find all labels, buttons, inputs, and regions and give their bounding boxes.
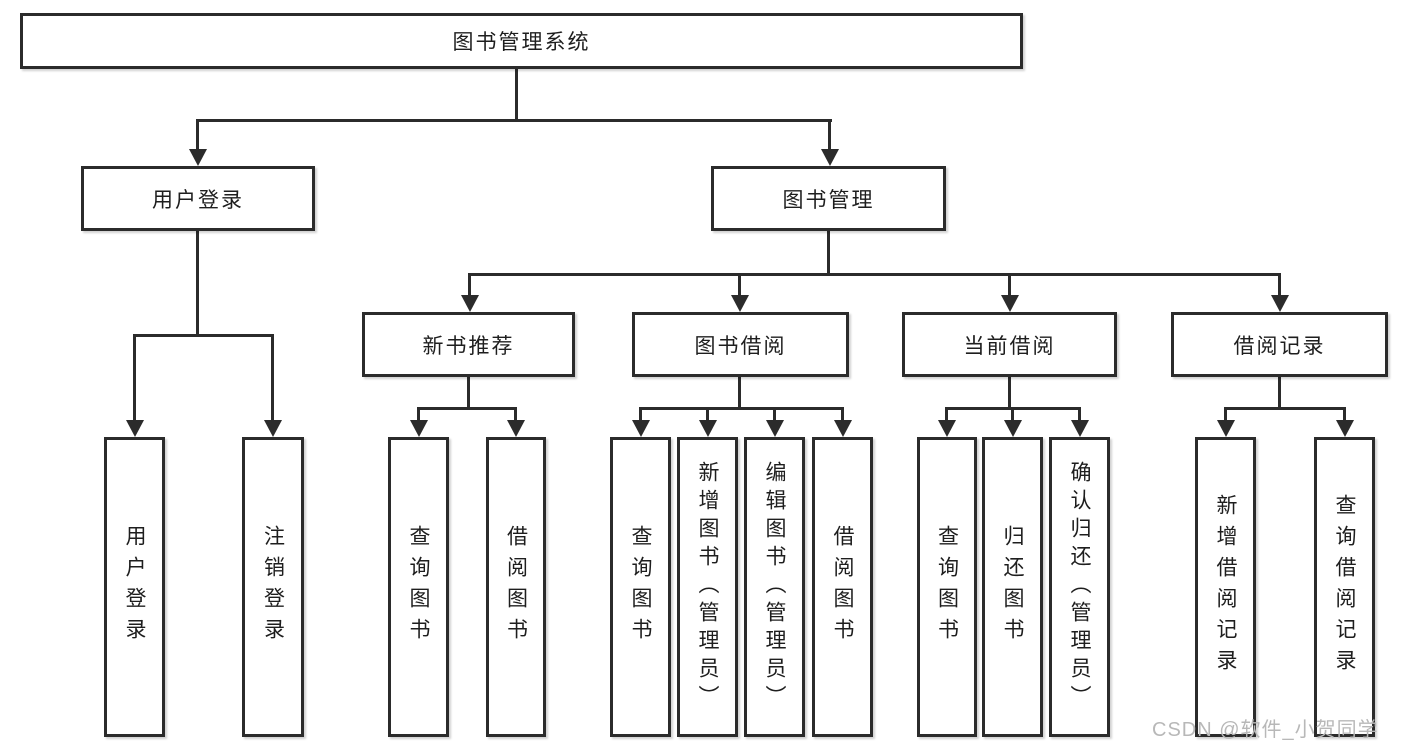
connector-line [1078,407,1081,423]
connector-line [1343,407,1346,423]
arrow-down-icon [507,420,525,437]
node-root: 图书管理系统 [20,13,1023,69]
connector-line [271,334,274,423]
leaf-nb-query-books-label: 查询图书 [407,525,430,649]
leaf-br-query-record-label: 查询借阅记录 [1333,494,1356,680]
leaf-bb-add-books-label: 新增图书（管理员） [696,461,719,713]
leaf-cb-confirm-return-label: 确认归还（管理员） [1068,461,1091,713]
connector-line [133,334,274,337]
arrow-down-icon [1001,295,1019,312]
node-new-book-recommend-label: 新书推荐 [422,334,515,358]
leaf-nb-borrow-books-label: 借阅图书 [504,525,528,649]
connector-line [468,273,471,297]
arrow-down-icon [632,420,650,437]
connector-line [945,407,948,423]
connector-line [196,119,199,152]
leaf-nb-query-books: 查询图书 [388,437,449,737]
connector-line [133,334,136,423]
arrow-down-icon [1336,420,1354,437]
node-borrowing-records: 借阅记录 [1171,312,1388,377]
connector-line [1008,377,1011,409]
csdn-watermark: CSDN @软件_小贺同学 [1152,719,1379,741]
leaf-br-add-record-label: 新增借阅记录 [1214,494,1237,680]
leaf-br-query-record: 查询借阅记录 [1314,437,1375,737]
node-root-label: 图书管理系统 [452,31,591,54]
connector-line [639,407,642,423]
arrow-down-icon [834,420,852,437]
arrow-down-icon [264,420,282,437]
leaf-cb-query-books-label: 查询图书 [935,525,959,649]
connector-line [841,407,844,423]
node-book-management: 图书管理 [711,166,946,231]
connector-line [1278,377,1281,409]
connector-line [514,407,517,423]
leaf-nb-borrow-books: 借阅图书 [486,437,546,737]
connector-line [417,407,517,410]
connector-line [1224,407,1345,410]
arrow-down-icon [1271,295,1289,312]
leaf-bb-edit-books: 编辑图书（管理员） [744,437,805,737]
arrow-down-icon [1004,420,1022,437]
connector-line [467,377,470,409]
leaf-logout: 注销登录 [242,437,304,737]
arrow-down-icon [189,149,207,166]
connector-line [827,231,830,276]
arrow-down-icon [1071,420,1089,437]
connector-line [738,377,741,409]
node-book-management-label: 图书管理 [782,188,875,212]
connector-line [1278,273,1281,297]
leaf-cb-return-books-label: 归还图书 [1001,525,1024,649]
leaf-bb-borrow-books-label: 借阅图书 [831,525,854,649]
node-book-borrowing: 图书借阅 [632,312,849,377]
node-borrowing-records-label: 借阅记录 [1233,334,1326,358]
connector-line [1008,273,1011,297]
connector-line [196,119,832,122]
connector-line [196,231,199,336]
arrow-down-icon [126,420,144,437]
arrow-down-icon [1217,420,1235,437]
connector-line [639,407,843,410]
arrow-down-icon [410,420,428,437]
node-new-book-recommend: 新书推荐 [362,312,575,377]
connector-line [773,407,776,423]
node-book-borrowing-label: 图书借阅 [694,334,787,358]
connector-line [468,273,1281,276]
leaf-bb-add-books: 新增图书（管理员） [677,437,738,737]
leaf-cb-query-books: 查询图书 [917,437,977,737]
leaf-logout-label: 注销登录 [261,525,285,649]
connector-line [828,119,831,152]
arrow-down-icon [461,295,479,312]
node-current-borrowing: 当前借阅 [902,312,1117,377]
connector-line [417,407,420,423]
leaf-cb-confirm-return: 确认归还（管理员） [1049,437,1110,737]
leaf-user-login: 用户登录 [104,437,165,737]
connector-line [1011,407,1014,423]
connector-line [738,273,741,297]
node-current-borrowing-label: 当前借阅 [963,334,1056,358]
leaf-user-login-label: 用户登录 [123,525,146,649]
node-user-login: 用户登录 [81,166,315,231]
arrow-down-icon [731,295,749,312]
leaf-br-add-record: 新增借阅记录 [1195,437,1256,737]
leaf-bb-borrow-books: 借阅图书 [812,437,873,737]
node-user-login-label: 用户登录 [152,188,244,212]
arrow-down-icon [938,420,956,437]
arrow-down-icon [766,420,784,437]
connector-line [706,407,709,423]
leaf-bb-edit-books-label: 编辑图书（管理员） [763,461,786,713]
arrow-down-icon [699,420,717,437]
arrow-down-icon [821,149,839,166]
leaf-bb-query-books-label: 查询图书 [629,525,652,649]
leaf-bb-query-books: 查询图书 [610,437,671,737]
connector-line [1224,407,1227,423]
connector-line [515,69,518,120]
leaf-cb-return-books: 归还图书 [982,437,1043,737]
